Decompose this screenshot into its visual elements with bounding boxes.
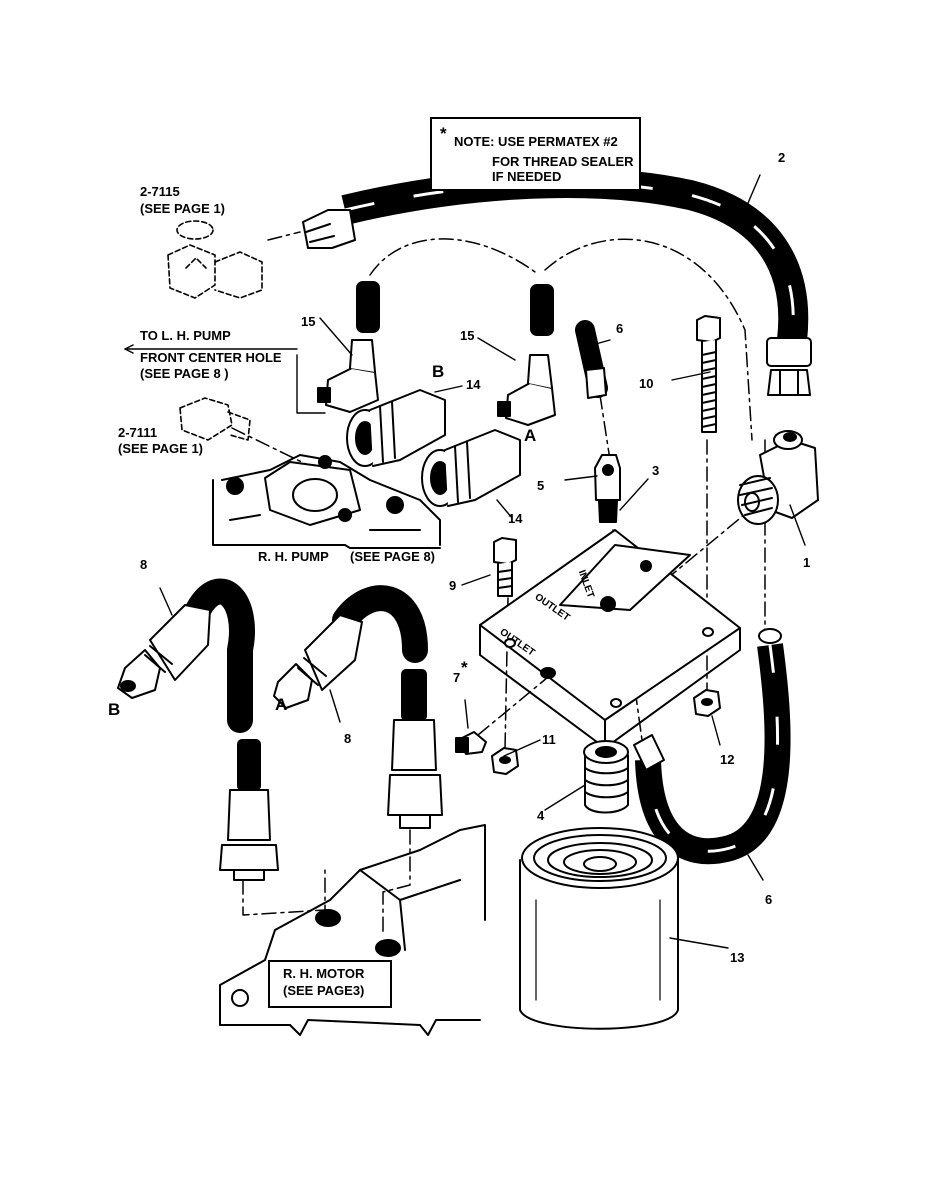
callout-12: 12 bbox=[720, 752, 735, 767]
fitting-5 bbox=[594, 454, 621, 523]
callout-3: 3 bbox=[652, 463, 660, 478]
note-line-2: FOR THREAD SEALER bbox=[492, 154, 634, 169]
callout-14-upper: 14 bbox=[466, 377, 481, 392]
callout-6-lower: 6 bbox=[765, 892, 773, 907]
ref-2-7115-code: 2-7115 bbox=[140, 184, 180, 199]
plug-7 bbox=[455, 731, 487, 755]
callout-15-right: 15 bbox=[460, 328, 475, 343]
callout-2: 2 bbox=[778, 150, 786, 165]
lh-pump-line-3: (SEE PAGE 8 ) bbox=[140, 366, 229, 381]
bolt-9 bbox=[493, 537, 517, 597]
nut-12 bbox=[693, 689, 721, 717]
rh-motor-page-label: (SEE PAGE3) bbox=[283, 983, 365, 998]
port-b-lower: B bbox=[108, 700, 121, 719]
rh-motor bbox=[219, 824, 486, 1036]
callout-11: 11 bbox=[542, 732, 556, 747]
callout-14-lower: 14 bbox=[508, 511, 523, 526]
elbow-15-left bbox=[325, 367, 379, 413]
callout-8-right: 8 bbox=[344, 731, 352, 746]
callout-9: 9 bbox=[449, 578, 457, 593]
filter-canister-13 bbox=[519, 827, 679, 1030]
rh-pump-page-label: (SEE PAGE 8) bbox=[350, 549, 436, 564]
thread-sealer-note bbox=[430, 117, 641, 191]
callout-leaders bbox=[124, 174, 806, 949]
rh-pump bbox=[212, 454, 441, 549]
motor-fittings bbox=[219, 669, 443, 881]
callout-13: 13 bbox=[730, 950, 745, 965]
hose-8-a bbox=[273, 585, 428, 709]
callout-6-upper: 6 bbox=[616, 321, 624, 336]
callout-7-star: * bbox=[461, 658, 468, 677]
rh-motor-label: R. H. MOTOR bbox=[283, 966, 365, 981]
hose-6-lower bbox=[633, 628, 791, 865]
callout-10: 10 bbox=[639, 376, 654, 391]
ref-2-7111-page: (SEE PAGE 1) bbox=[118, 441, 204, 456]
elbow-15-right bbox=[505, 382, 556, 426]
tube-6-upper bbox=[575, 320, 608, 399]
callout-7: 7 bbox=[453, 670, 461, 685]
bolt-10 bbox=[696, 315, 721, 433]
lh-pump-line-1: TO L. H. PUMP bbox=[140, 328, 231, 343]
ref-2-7111-code: 2-7111 bbox=[118, 425, 158, 440]
hose-8-b bbox=[117, 578, 255, 733]
hose-2-right-fitting bbox=[766, 337, 812, 367]
note-line-3: IF NEEDED bbox=[492, 169, 562, 184]
callout-4: 4 bbox=[537, 808, 545, 823]
rh-pump-label: R. H. PUMP bbox=[258, 549, 329, 564]
nipple-4 bbox=[583, 740, 629, 814]
elbow-fittings-15 bbox=[317, 281, 556, 426]
callout-1: 1 bbox=[803, 555, 811, 570]
port-a-upper: A bbox=[524, 426, 537, 445]
lh-pump-line-2: FRONT CENTER HOLE bbox=[140, 350, 282, 365]
ref-2-7115-page: (SEE PAGE 1) bbox=[140, 201, 226, 216]
note-star: * bbox=[440, 124, 447, 143]
nut-11 bbox=[491, 747, 519, 775]
fitting-2-7111 bbox=[179, 397, 251, 441]
note-line-1: NOTE: USE PERMATEX #2 bbox=[454, 134, 618, 149]
callout-5: 5 bbox=[537, 478, 545, 493]
hose-2-left-fitting bbox=[302, 209, 356, 249]
callout-15-left: 15 bbox=[301, 314, 316, 329]
adapters-14 bbox=[346, 389, 521, 507]
filter-head-3 bbox=[479, 529, 741, 749]
port-a-lower: A bbox=[275, 695, 288, 714]
fitting-2-7115 bbox=[167, 220, 263, 299]
callout-8-left: 8 bbox=[140, 557, 148, 572]
port-b-upper: B bbox=[432, 362, 445, 381]
elbow-1 bbox=[737, 430, 819, 525]
rh-motor-label-box bbox=[268, 960, 392, 1008]
